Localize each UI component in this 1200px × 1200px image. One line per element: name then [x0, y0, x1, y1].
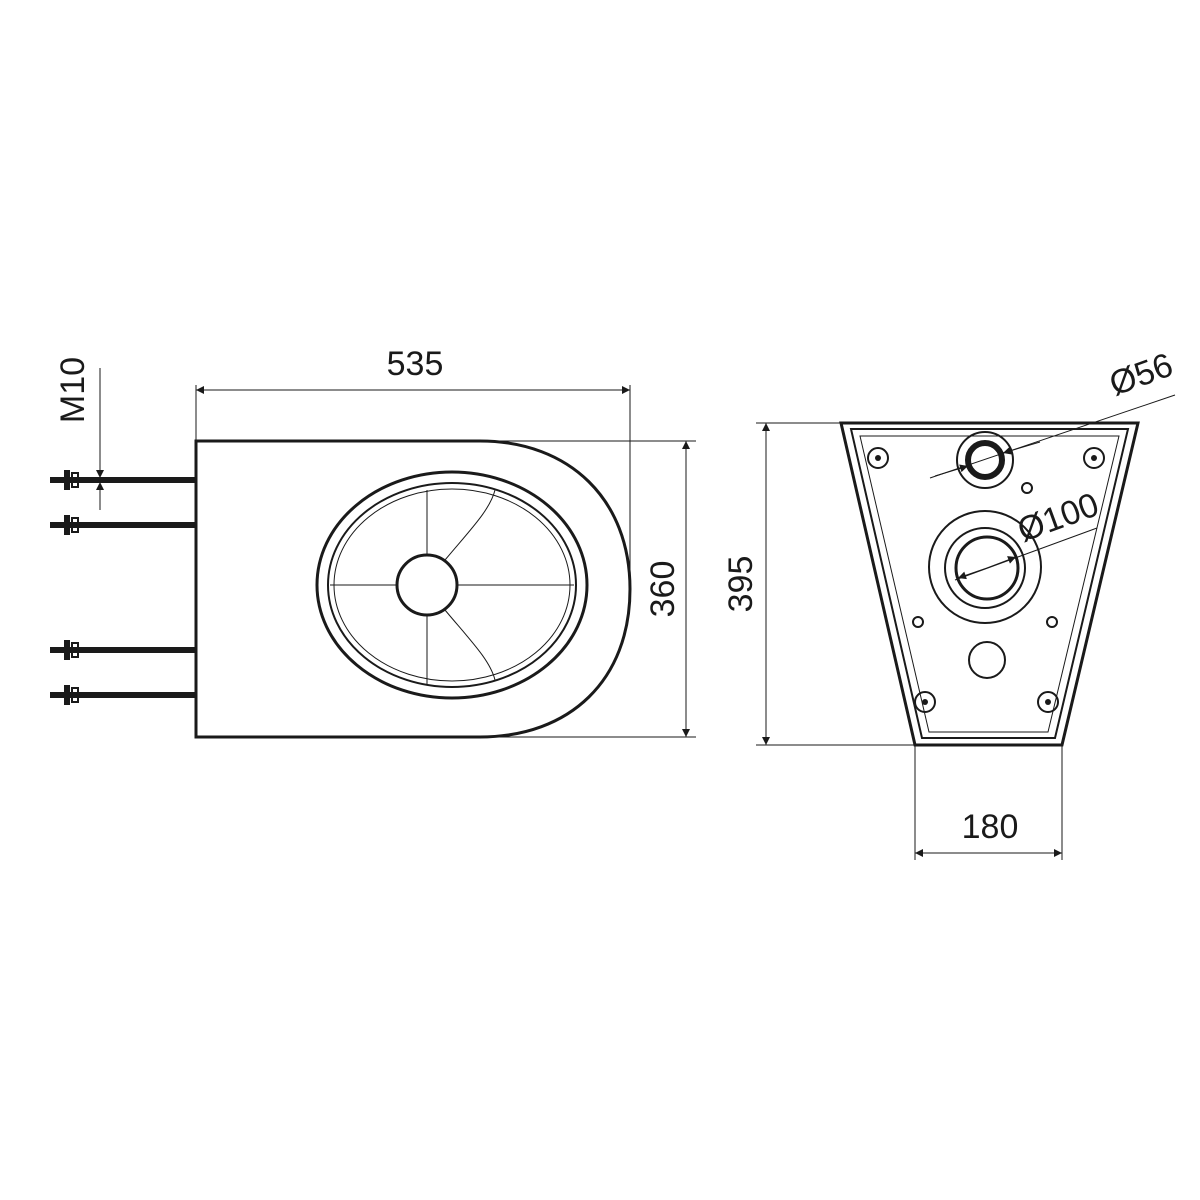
rear-view: 395 180 Ø56 Ø100 — [722, 346, 1178, 860]
dimension-height: 395 — [722, 422, 915, 746]
drain-outlet — [395, 553, 459, 617]
bolt — [50, 640, 196, 660]
large-pipe-outer — [928, 510, 1042, 624]
rear-inner-outline — [849, 428, 1130, 739]
bolt — [50, 685, 196, 705]
bolt — [50, 515, 196, 535]
large-pipe-label: Ø100 — [1013, 486, 1104, 550]
length-label: 535 — [387, 345, 444, 383]
dimension-length: 535 — [195, 345, 631, 589]
bowl-outer-rim — [315, 470, 589, 700]
inspection-opening — [968, 641, 1006, 679]
side-view: 535 360 M10 — [50, 345, 696, 739]
dimension-width: 360 — [480, 440, 696, 738]
large-pipe — [954, 535, 1020, 601]
small-pipe-outer — [956, 431, 1014, 489]
mounting-holes — [867, 447, 1105, 713]
toilet-body-outline — [194, 439, 632, 739]
bowl-inner-rim — [327, 482, 577, 688]
small-pipe-label: Ø56 — [1105, 346, 1178, 404]
bolt — [50, 470, 196, 490]
bowl-contour-lines — [330, 489, 574, 685]
bolt-label: M10 — [54, 357, 92, 423]
small-pipe — [965, 440, 1005, 480]
wall-bolts — [50, 470, 196, 705]
large-pipe-mid — [944, 527, 1026, 609]
height-label: 395 — [722, 556, 760, 613]
dimension-large-pipe: Ø100 — [954, 486, 1104, 581]
base-width-label: 180 — [962, 808, 1019, 846]
dimension-bolt: M10 — [54, 357, 104, 510]
rear-outline — [839, 421, 1140, 747]
width-label: 360 — [644, 561, 682, 618]
dimension-base-width: 180 — [914, 745, 1063, 860]
